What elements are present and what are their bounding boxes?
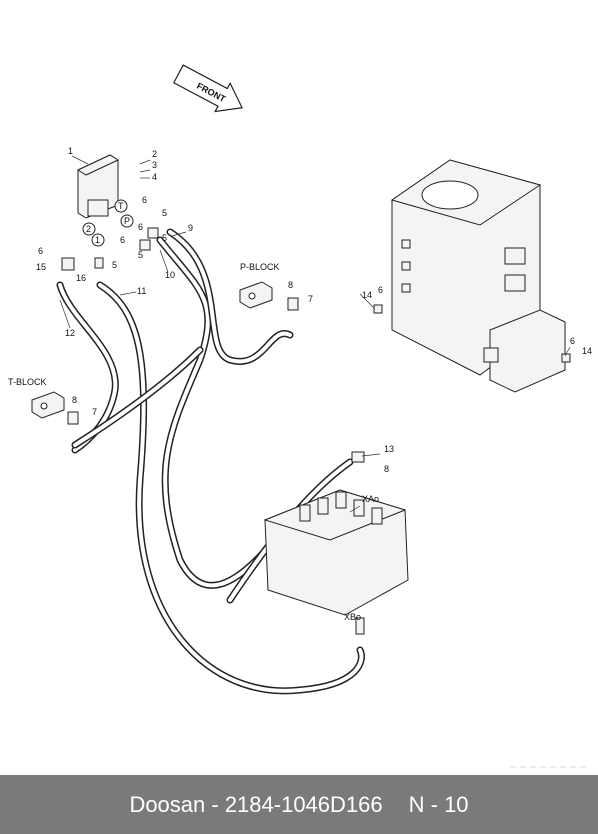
callout-6c: 6 <box>120 235 125 245</box>
callout-6e: 6 <box>378 285 383 295</box>
footer-bar: Doosan - 2184-1046D166 N - 10 <box>0 775 598 834</box>
circled-2: 2 <box>86 224 91 234</box>
callout-13: 13 <box>384 444 394 454</box>
callout-6b: 6 <box>138 222 143 232</box>
callout-16: 16 <box>76 273 86 283</box>
circled-t: T <box>118 201 124 211</box>
callout-14: 14 <box>362 290 372 300</box>
leader-lines <box>59 155 571 513</box>
callouts: 1 2 3 4 5 6 6 6 5 5 9 10 11 12 15 16 6 5… <box>36 146 592 474</box>
callout-10: 10 <box>165 270 175 280</box>
callout-1: 1 <box>68 146 73 156</box>
callout-8: 8 <box>288 280 293 290</box>
callout-5c: 5 <box>138 250 143 260</box>
hydraulic-diagram: FRONT <box>8 64 592 768</box>
footer-part-code: Doosan - 2184-1046D166 <box>129 791 383 817</box>
callout-6: 6 <box>142 195 147 205</box>
xa-port-label: XAo <box>362 494 379 504</box>
pilot-valve <box>76 154 120 219</box>
circled-1: 1 <box>95 235 100 245</box>
t-block <box>31 391 65 419</box>
callout-7: 7 <box>308 294 313 304</box>
footer-page-number: N - 10 <box>408 791 469 817</box>
tank-valve-block <box>483 309 566 393</box>
p-block-label: P-BLOCK <box>240 262 280 272</box>
callout-4: 4 <box>152 172 157 182</box>
callout-5: 5 <box>162 208 167 218</box>
main-control-valve <box>263 489 409 616</box>
callout-9: 9 <box>188 223 193 233</box>
hoses <box>56 228 365 695</box>
xb-port-label: XBo <box>344 612 361 622</box>
front-arrow: FRONT <box>173 64 243 113</box>
t-block-label: T-BLOCK <box>8 377 47 387</box>
callout-3: 3 <box>152 160 157 170</box>
callout-8b: 8 <box>72 395 77 405</box>
callout-7b: 7 <box>92 407 97 417</box>
callout-5b: 5 <box>162 233 167 243</box>
callout-8c: 8 <box>384 464 389 474</box>
callout-5d: 5 <box>112 260 117 270</box>
p-block <box>239 281 273 309</box>
callout-6d: 6 <box>38 246 43 256</box>
fittings <box>61 227 571 635</box>
callout-15: 15 <box>36 262 46 272</box>
callout-2: 2 <box>152 149 157 159</box>
callout-14b: 14 <box>582 346 592 356</box>
callout-11: 11 <box>137 286 146 296</box>
callout-12: 12 <box>65 328 75 338</box>
circled-p: P <box>124 216 130 226</box>
hydraulic-tank <box>390 159 542 376</box>
circled-markers: T P 1 2 <box>82 199 134 247</box>
callout-6f: 6 <box>570 336 575 346</box>
